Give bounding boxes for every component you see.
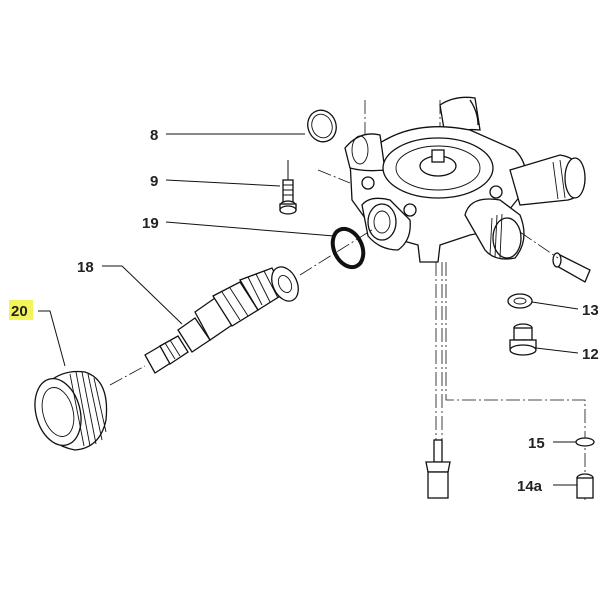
callout-20-highlight: [9, 300, 33, 320]
callout-8: 8: [150, 127, 158, 144]
callout-14a: 14a: [517, 478, 543, 495]
side-fitting-pin: [552, 252, 591, 283]
part-12-plug: [509, 323, 537, 356]
callout-19: 19: [142, 215, 159, 232]
part-13-washer: [507, 293, 533, 309]
part-9-screw: [279, 179, 297, 215]
part-19-o-ring: [330, 226, 366, 270]
pump-head-body: [317, 96, 586, 500]
callout-20: 20: [11, 303, 28, 320]
part-14a-plunger: [576, 473, 594, 499]
part-8-seal-ring: [307, 109, 337, 143]
callout-9: 9: [150, 173, 158, 190]
callout-13: 13: [582, 302, 599, 319]
callout-15: 15: [528, 435, 545, 452]
callout-12: 12: [582, 346, 599, 363]
lower-probe: [425, 439, 451, 499]
callout-18: 18: [77, 259, 94, 276]
leader-lines: [38, 133, 579, 486]
part-18-unloader-valve: [144, 266, 299, 374]
part-20-knob-cap: [34, 370, 108, 451]
callout-labels: 8 9 19 18 20 13 12 15 14a: [9, 127, 599, 495]
part-15-small-ring: [575, 437, 595, 447]
